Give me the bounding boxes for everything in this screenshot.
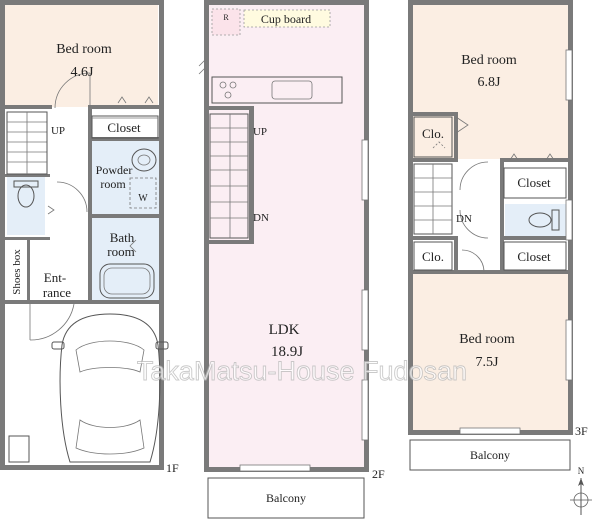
powder-room-area (91, 140, 159, 215)
stair-up-1f-label: UP (51, 125, 65, 137)
clo-top-label: Clo. (422, 126, 444, 141)
stair-3f (413, 163, 453, 235)
bedroom-6.8-area (413, 5, 568, 159)
toilet-1f-area (7, 177, 45, 235)
bedroom-4.6-name: Bed room (56, 42, 112, 57)
shoes-box-label: Shoes box (11, 249, 23, 295)
bedroom-4.6-area (4, 4, 158, 107)
balcony-3f-label: Balcony (470, 448, 510, 462)
powder-room-label-1: Powder (96, 163, 133, 177)
cupboard-area (243, 9, 331, 28)
stair-2f (209, 113, 249, 239)
bath-room-label-2: room (107, 244, 134, 259)
car-outline (51, 313, 169, 463)
balcony-2f-label: Balcony (266, 491, 306, 505)
third-floor-level-label: 3F (575, 424, 588, 438)
bedroom-4.6-size: 4.6J (71, 65, 95, 80)
ldk-area (208, 5, 365, 467)
entrance-label-1: Ent- (44, 270, 66, 285)
clo-bottom-label: Clo. (422, 249, 444, 264)
refrigerator-mark: R (223, 13, 229, 22)
closet-top-3f-label: Closet (517, 175, 551, 190)
compass-north-label: N (578, 466, 585, 476)
bath-room-area (91, 218, 159, 302)
ldk-size: 18.9J (271, 344, 303, 360)
bedroom-6.8-size: 6.8J (478, 75, 502, 90)
bedroom-7.5-size: 7.5J (476, 355, 500, 370)
balcony-2f (207, 477, 365, 519)
stair-1f (6, 111, 48, 175)
first-floor-level-label: 1F (166, 461, 179, 475)
second-floor-level-label: 2F (372, 467, 385, 481)
washer-mark: W (138, 193, 148, 204)
compass-icon (570, 478, 592, 515)
toilet-3f-area (505, 204, 568, 236)
closet-1f-label: Closet (107, 120, 141, 135)
watermark-text: TakaMatsu-House Fudosan (137, 356, 467, 386)
closet-bottom-3f-label: Closet (517, 249, 551, 264)
third-floor-plan (408, 0, 573, 471)
entrance-label-2: rance (43, 285, 71, 300)
bedroom-7.5-area (413, 272, 568, 430)
bath-room-label-1: Bath (110, 230, 135, 245)
stair-down-2f-label: DN (253, 212, 269, 224)
second-floor-plan (198, 0, 369, 519)
bedroom-6.8-name: Bed room (461, 53, 517, 68)
balcony-3f (409, 439, 571, 471)
first-floor-plan (0, 0, 169, 470)
cupboard-label: Cup board (261, 12, 311, 26)
ldk-name: LDK (269, 322, 300, 338)
bedroom-7.5-name: Bed room (459, 332, 515, 347)
refrigerator-area (211, 8, 241, 36)
stair-up-2f-label: UP (253, 126, 267, 138)
stair-down-3f-label: DN (456, 213, 472, 225)
powder-room-label-2: room (100, 177, 126, 191)
